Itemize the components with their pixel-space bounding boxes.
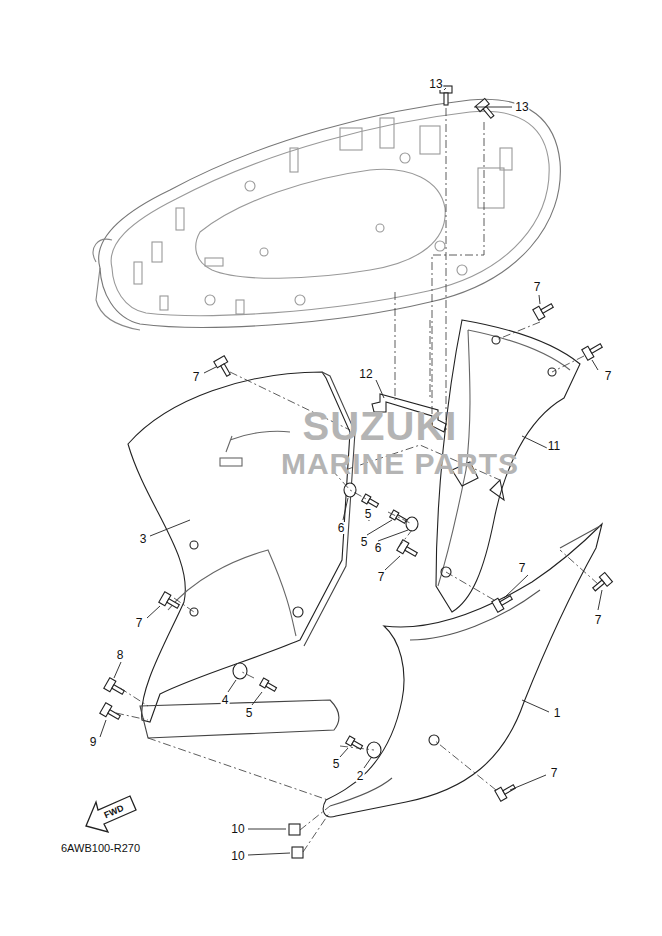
direction-label: FWD: [102, 803, 126, 820]
callout-number: 8: [116, 649, 125, 661]
callout-number: 11: [547, 440, 561, 452]
callout-number: 13: [514, 101, 529, 113]
cowling-bosses: [134, 118, 512, 314]
left-cover-inner: [168, 431, 296, 636]
callout-number: 7: [533, 281, 542, 293]
cowling-front: [93, 239, 140, 330]
callout-number: 9: [89, 736, 98, 748]
callout-number: 6: [374, 542, 383, 554]
cover-vent: [220, 458, 242, 466]
callout-number: 5: [360, 536, 369, 548]
bottom-cowling: [99, 99, 561, 327]
grommet: [190, 608, 198, 616]
callout-number: 7: [594, 614, 603, 626]
callout-number: 7: [604, 370, 613, 382]
grommet: [492, 336, 500, 344]
fwd-arrow: [86, 796, 136, 832]
callout-number: 10: [230, 823, 245, 835]
callout-number: 6: [337, 522, 346, 534]
callout-number: 4: [221, 694, 230, 706]
watermark: SUZUKI: [302, 406, 459, 446]
callout-number: 3: [139, 533, 148, 545]
callout-number: 1: [553, 707, 562, 719]
cowling-opening: [196, 169, 445, 278]
callout-number: 7: [135, 617, 144, 629]
bottom-cowling-rim: [111, 111, 549, 315]
grommet: [429, 735, 439, 745]
bolts: [100, 86, 613, 858]
callout-number: 10: [230, 850, 245, 862]
callout-number: 2: [356, 770, 365, 782]
callout-number: 7: [518, 562, 527, 574]
callout-number: 7: [550, 767, 559, 779]
assembly-lines: [116, 108, 598, 852]
callout-number: 12: [358, 368, 373, 380]
grommet: [190, 541, 198, 549]
lower-cover-edge: [330, 526, 600, 806]
callout-number: 7: [192, 371, 201, 383]
grommet: [293, 607, 303, 617]
callout-number: 5: [245, 707, 254, 719]
leader-lines: [100, 88, 602, 855]
callout-number: 7: [377, 571, 386, 583]
callout-number: 5: [364, 508, 373, 520]
lower-cover-front: [140, 700, 339, 738]
lower-cover: [323, 524, 602, 817]
callout-number: 5: [332, 758, 341, 770]
watermark: MARINE PARTS: [280, 449, 520, 479]
diagram-code: 6AWB100-R270: [60, 843, 141, 854]
callout-number: 13: [428, 78, 443, 90]
